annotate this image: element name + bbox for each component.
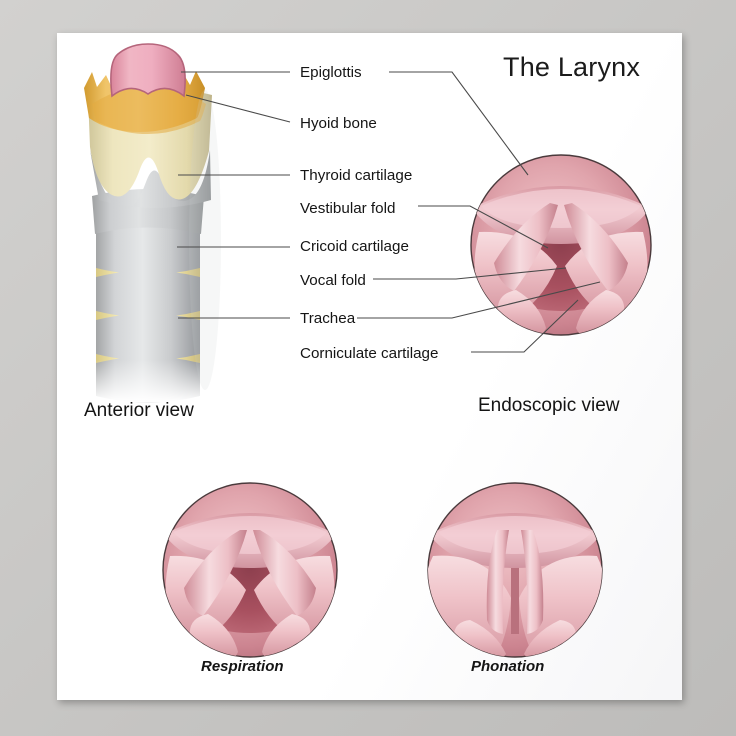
page-title: The Larynx xyxy=(503,52,641,82)
label-hyoid-bone: Hyoid bone xyxy=(300,115,377,132)
caption-respiration: Respiration xyxy=(201,658,284,675)
label-trachea: Trachea xyxy=(300,310,356,327)
caption-anterior-view: Anterior view xyxy=(84,400,194,421)
poster-sheet xyxy=(57,33,682,700)
caption-phonation: Phonation xyxy=(471,658,545,675)
label-epiglottis: Epiglottis xyxy=(300,64,362,81)
label-corniculate-cartilage: Corniculate cartilage xyxy=(300,345,439,362)
label-cricoid-cartilage: Cricoid cartilage xyxy=(300,238,409,255)
caption-endoscopic-view: Endoscopic view xyxy=(478,395,620,416)
label-thyroid-cartilage: Thyroid cartilage xyxy=(300,167,413,184)
label-vestibular-fold: Vestibular fold xyxy=(300,200,396,217)
label-vocal-fold: Vocal fold xyxy=(300,272,366,289)
